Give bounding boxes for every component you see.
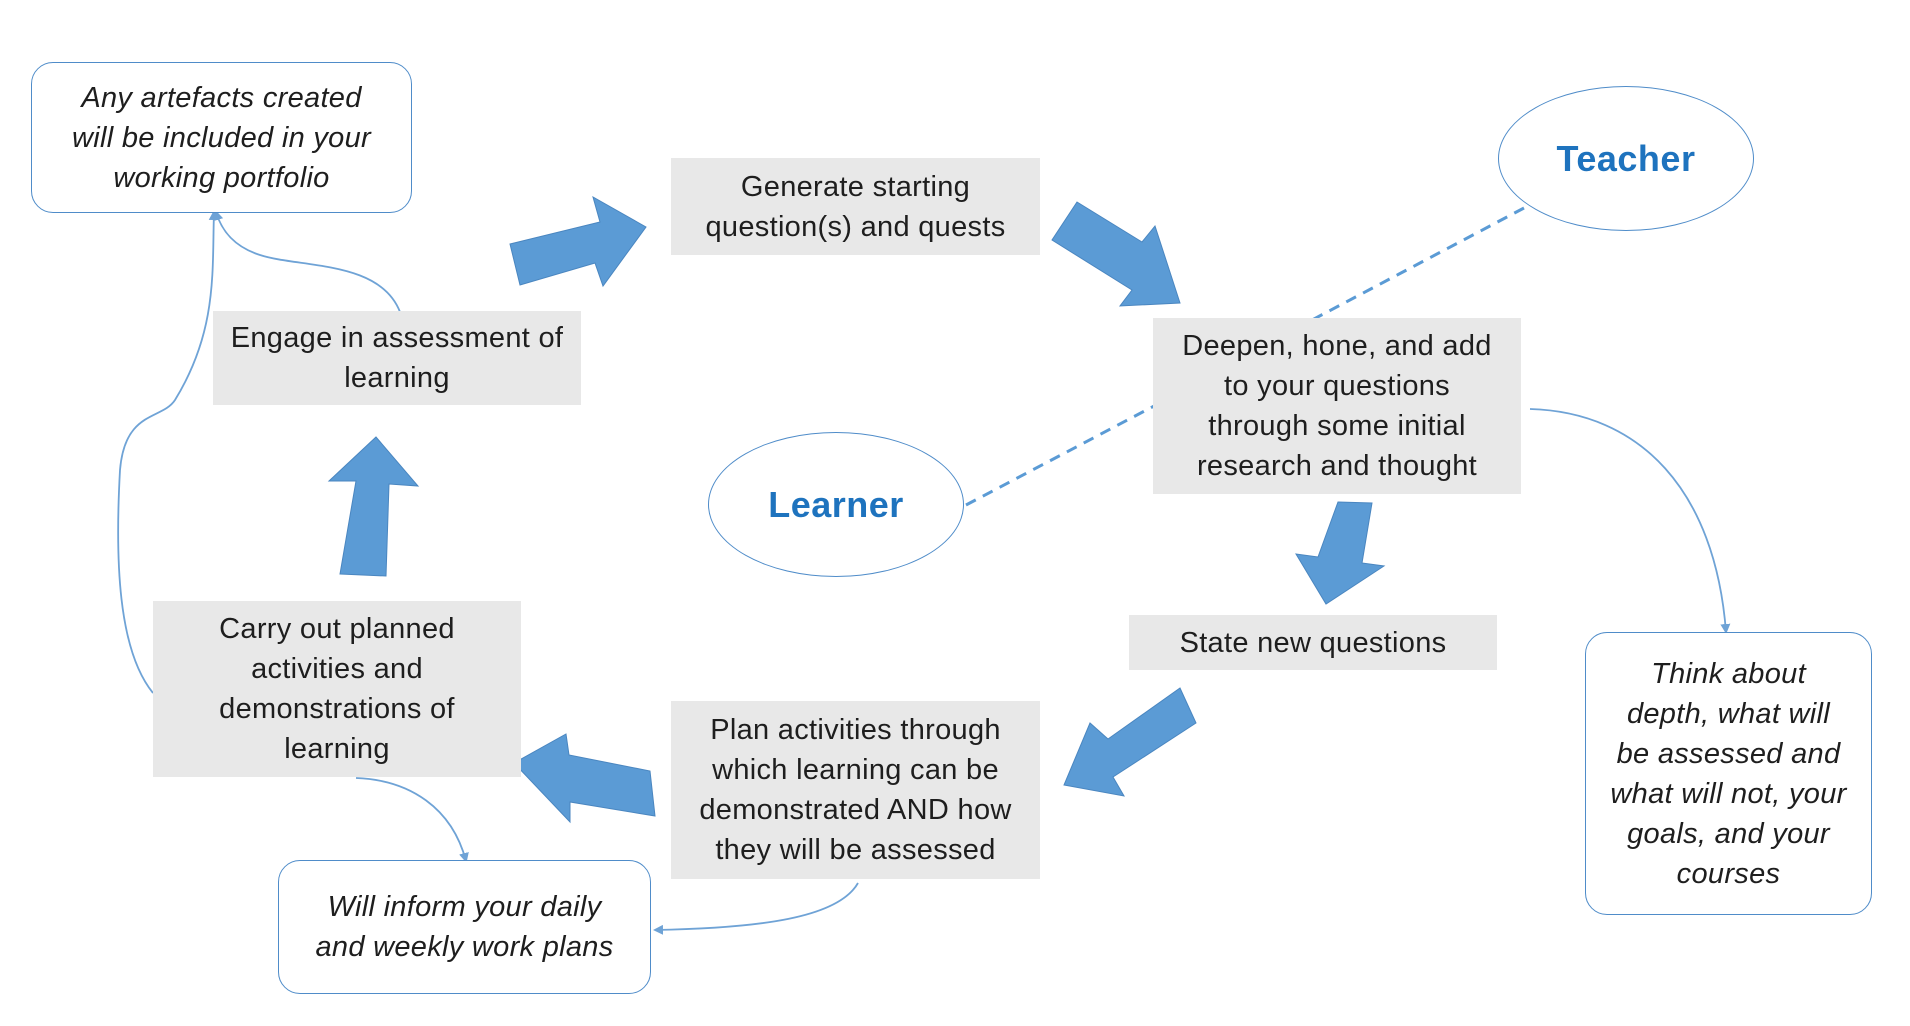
step-generate-questions: Generate starting question(s) and quests [671,158,1040,255]
step-deepen-questions: Deepen, hone, and add to your questions … [1153,318,1521,494]
connector-engage-to-artefacts [213,210,401,313]
connector-carry-to-plans [355,777,469,863]
cycle-arrow-5 [513,733,656,824]
learner-link [965,403,1157,507]
connector-carry-to-artefacts [117,210,219,694]
step-engage-assessment: Engage in assessment of learning [213,311,581,405]
role-teacher: Teacher [1498,86,1754,231]
cycle-arrow-2 [1051,201,1181,307]
cycle-arrow-4 [1063,687,1197,797]
role-learner: Learner [708,432,964,577]
step-state-new-questions: State new questions [1129,615,1497,670]
cycle-arrow-3 [1295,501,1386,605]
cycle-arrow-6 [327,436,420,577]
note-work-plans: Will inform your daily and weekly work p… [278,860,651,994]
step-carry-out-activities: Carry out planned activities and demonst… [153,601,521,777]
note-think-about-depth: Think about depth, what will be assessed… [1585,632,1872,915]
note-artefacts-portfolio: Any artefacts created will be included i… [31,62,412,213]
connector-plan-to-plans [653,882,859,935]
connector-deepen-to-depth [1529,408,1731,634]
cycle-arrow-1 [509,195,647,288]
teacher-link [1311,206,1525,322]
step-plan-activities: Plan activities through which learning c… [671,701,1040,879]
